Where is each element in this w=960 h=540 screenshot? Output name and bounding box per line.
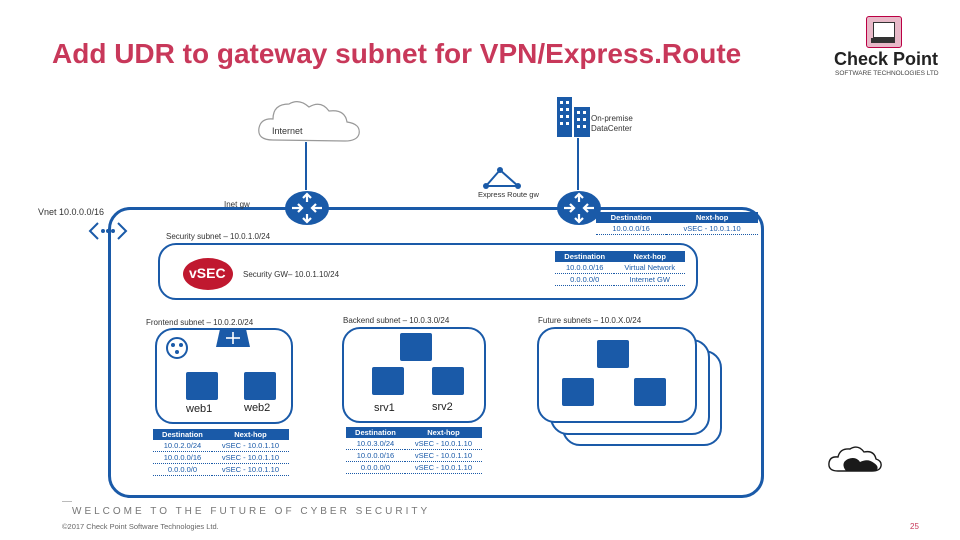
express-route-icon <box>483 167 521 189</box>
vm-icon <box>372 367 404 395</box>
vm-icon <box>244 372 276 400</box>
table-header: Next-hop <box>666 212 758 223</box>
inet-gw-label: Inet gw <box>224 200 250 209</box>
vm-icon <box>634 378 666 406</box>
backend-subnet-label: Backend subnet – 10.0.3.0/24 <box>343 316 450 325</box>
copyright-text: ©2017 Check Point Software Technologies … <box>62 522 219 531</box>
logo-text: Check Point <box>834 49 939 69</box>
express-gw-label: Express Route gw <box>478 190 539 199</box>
srv2-label: srv2 <box>432 401 453 413</box>
internet-label: Internet <box>272 126 303 136</box>
onprem-label: On-premise DataCenter <box>591 114 633 133</box>
table-header: Next-hop <box>404 427 482 438</box>
table-header: Destination <box>596 212 667 223</box>
footer-tagline: WELCOME TO THE FUTURE OF CYBER SECURITY <box>72 506 431 517</box>
slide-title: Add UDR to gateway subnet for VPN/Expres… <box>52 38 742 69</box>
table-header: Next-hop <box>614 251 685 262</box>
security-subnet-label: Security subnet – 10.0.1.0/24 <box>166 232 271 241</box>
check-point-logo: Check Point SOFTWARE TECHNOLOGIES LTD <box>832 16 939 86</box>
web2-label: web2 <box>244 402 271 414</box>
footer-divider <box>62 501 72 502</box>
vm-icon <box>400 333 432 361</box>
table-header: Next-hop <box>211 429 289 440</box>
building-icon <box>557 97 590 137</box>
logo-emblem-icon <box>866 16 902 48</box>
table-header: Destination <box>346 427 405 438</box>
network-hub-icon <box>166 337 188 359</box>
logo-subtext: SOFTWARE TECHNOLOGIES LTD <box>835 70 939 77</box>
inet-gw-router-icon <box>285 191 329 225</box>
internet-cloud-icon <box>258 101 360 142</box>
vm-icon <box>562 378 594 406</box>
future-subnets-label: Future subnets – 10.0.X.0/24 <box>538 316 642 325</box>
page-number: 25 <box>910 522 919 531</box>
vsec-logo: vSEC <box>183 258 233 290</box>
table-header: Destination <box>555 251 615 262</box>
vm-icon <box>432 367 464 395</box>
express-gw-router-icon <box>557 191 601 225</box>
vm-icon <box>186 372 218 400</box>
srv1-label: srv1 <box>374 402 395 414</box>
vm-icon <box>597 340 629 368</box>
azure-cloud-icon <box>828 446 882 472</box>
vnet-label: Vnet 10.0.0.0/16 <box>38 207 105 217</box>
table-header: Destination <box>153 429 212 440</box>
security-gw-label: Security GW– 10.0.1.10/24 <box>243 270 340 279</box>
web1-label: web1 <box>186 403 213 415</box>
vnet-peering-icon <box>88 222 128 240</box>
load-balancer-icon <box>216 329 250 347</box>
frontend-subnet-label: Frontend subnet – 10.0.2.0/24 <box>146 318 254 327</box>
